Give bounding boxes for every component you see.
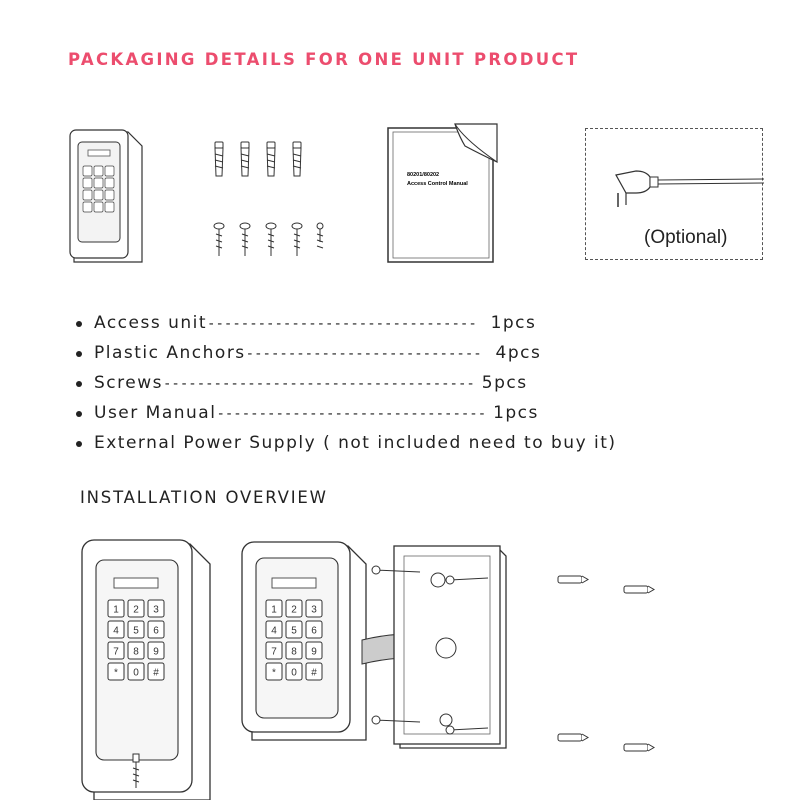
screw-icon (265, 222, 277, 256)
keypad-key (104, 165, 115, 177)
plastic-anchors (214, 141, 302, 177)
wall-anchors-illustration (557, 575, 655, 752)
keypad-key-label: * (114, 668, 118, 679)
keypad-key (305, 620, 323, 639)
keypad-key (265, 662, 283, 681)
keypad-key-label: 7 (271, 647, 277, 658)
list-item: Access unit-----------------------------… (72, 308, 617, 338)
keypad-key (104, 177, 115, 189)
keypad-key-label: * (272, 668, 276, 679)
keypad-key (127, 620, 145, 639)
keypad-key (147, 620, 165, 639)
list-item: Plastic Anchors-------------------------… (72, 338, 617, 368)
keypad-key-label: 6 (311, 626, 317, 637)
keypad-key-label: 3 (311, 605, 317, 616)
keypad-key (265, 641, 283, 660)
keypad-key (127, 662, 145, 681)
keypad-key-label: 8 (133, 647, 139, 658)
optional-power-supply-box: (Optional) (585, 128, 765, 260)
keypad-key (93, 165, 104, 177)
list-item: External Power Supply ( not included nee… (72, 428, 617, 458)
keypad-key (93, 201, 104, 213)
manual-title-line1: 80201/80202 (407, 172, 439, 178)
page-title: PACKAGING DETAILS FOR ONE UNIT PRODUCT (68, 50, 580, 69)
keypad-key-label: 3 (153, 605, 159, 616)
keypad-key-label: 4 (271, 626, 277, 637)
keypad-key (147, 641, 165, 660)
power-adapter-icon (615, 170, 765, 207)
keypad-key-label: # (153, 668, 159, 679)
keypad-key (82, 189, 93, 201)
keypad-key (82, 165, 93, 177)
screws (213, 222, 324, 256)
keypad-key (305, 662, 323, 681)
keypad-key-label: 7 (113, 647, 119, 658)
keypad-key-label: 2 (133, 605, 139, 616)
keypad-key (285, 662, 303, 681)
keypad-key-label: 4 (113, 626, 119, 637)
screw-icon (316, 222, 324, 249)
keypad-key-label: 6 (153, 626, 159, 637)
screw-icon (213, 222, 225, 256)
keypad-key-label: 0 (133, 668, 139, 679)
keypad-key-label: 5 (133, 626, 139, 637)
keypad-key (285, 620, 303, 639)
screw-icon (291, 222, 303, 256)
keypad-key-label: 9 (153, 647, 159, 658)
keypad-key (305, 599, 323, 618)
installation-unit-front: 1 2 3 4 5 6 7 8 9 * 0 # (81, 539, 211, 800)
list-item: Screws----------------------------------… (72, 368, 617, 398)
keypad-key (107, 599, 125, 618)
plastic-anchor-icon (266, 141, 276, 177)
plastic-anchor-icon (214, 141, 224, 177)
keypad-key-label: 0 (291, 668, 297, 679)
keypad-key (104, 189, 115, 201)
keypad-key (147, 599, 165, 618)
list-item: User Manual-----------------------------… (72, 398, 617, 428)
keypad-key (305, 641, 323, 660)
keypad-key (82, 177, 93, 189)
keypad-key (127, 641, 145, 660)
keypad-key-label: 1 (113, 605, 119, 616)
keypad-key (265, 620, 283, 639)
screw-icon (239, 222, 251, 256)
package-contents-list: Access unit-----------------------------… (72, 308, 617, 458)
installation-exploded-view: 1 2 3 4 5 6 7 8 9 * 0 # (241, 541, 507, 749)
keypad-key-label: 5 (291, 626, 297, 637)
keypad-key-label: # (311, 668, 317, 679)
keypad-key-label: 8 (291, 647, 297, 658)
keypad-key-label: 9 (311, 647, 317, 658)
keypad-key-label: 1 (271, 605, 277, 616)
keypad-key (265, 599, 283, 618)
keypad-key-label: 2 (291, 605, 297, 616)
keypad-key (107, 662, 125, 681)
keypad-key (82, 201, 93, 213)
keypad-key (93, 177, 104, 189)
keypad-key (107, 620, 125, 639)
plastic-anchor-icon (240, 141, 250, 177)
keypad-key (147, 662, 165, 681)
access-unit-illustration (69, 129, 143, 263)
keypad-key (285, 641, 303, 660)
optional-label: (Optional) (644, 227, 728, 248)
keypad-key (104, 201, 115, 213)
manual-title-line2: Access Control Manual (407, 181, 468, 187)
keypad-key (285, 599, 303, 618)
user-manual-illustration: 80201/80202 Access Control Manual (387, 123, 498, 263)
keypad-key (93, 189, 104, 201)
screw-icon (132, 753, 140, 788)
keypad-key (127, 599, 145, 618)
plastic-anchor-icon (292, 141, 302, 177)
installation-heading: INSTALLATION OVERVIEW (80, 488, 328, 507)
anchors-and-screws-illustration (213, 141, 324, 256)
keypad-key (107, 641, 125, 660)
